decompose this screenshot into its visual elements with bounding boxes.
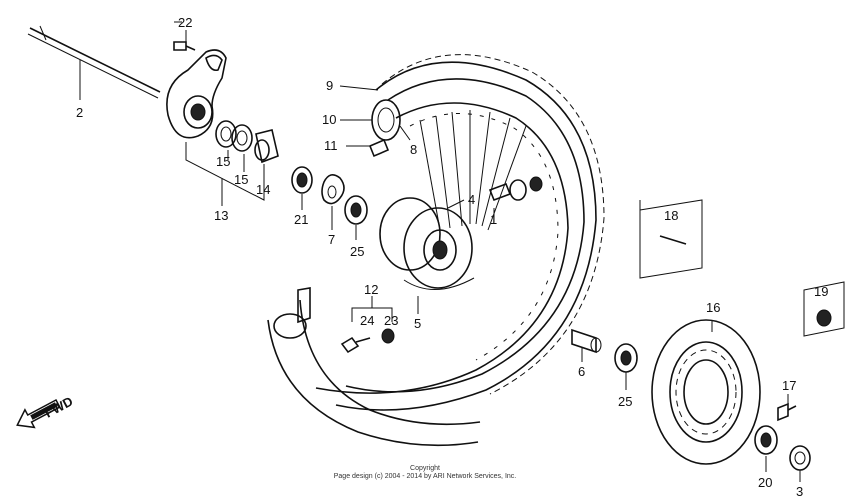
callout-2: 2 xyxy=(76,105,83,120)
callout-13: 13 xyxy=(214,208,228,223)
callout-9: 9 xyxy=(326,78,333,93)
copyright-line-2: Page design (c) 2004 - 2014 by ARI Netwo… xyxy=(333,473,517,480)
callout-6: 6 xyxy=(578,364,585,379)
distance-collar-1-part[interactable] xyxy=(488,182,512,202)
retainer-7-part[interactable] xyxy=(321,174,345,205)
bearing-upper-part[interactable] xyxy=(344,195,368,225)
washer-part[interactable] xyxy=(231,124,253,152)
nut-19-box xyxy=(803,281,845,337)
callout-15b: 15 xyxy=(234,172,248,187)
nut-23-part[interactable] xyxy=(381,328,395,344)
fender-part[interactable] xyxy=(267,287,481,447)
copyright-line-1: Copyright xyxy=(410,465,440,472)
callout-3: 3 xyxy=(796,484,803,499)
callout-12: 12 xyxy=(364,282,378,297)
callout-1: 1 xyxy=(490,212,497,227)
callout-4: 4 xyxy=(468,192,475,207)
tube-part[interactable] xyxy=(371,99,401,141)
callout-23: 23 xyxy=(384,313,398,328)
callout-14: 14 xyxy=(256,182,270,197)
rim-band-part[interactable] xyxy=(368,138,390,158)
rim-part[interactable] xyxy=(315,102,569,394)
dust-seal-part[interactable] xyxy=(215,120,237,148)
nut-19-part[interactable] xyxy=(816,309,832,327)
bolt-17-part[interactable] xyxy=(777,402,797,422)
retainer-part[interactable] xyxy=(254,129,279,164)
callout-17: 17 xyxy=(782,378,796,393)
bolt-24-part[interactable] xyxy=(340,336,371,354)
speedometer-gearbox-part[interactable] xyxy=(166,49,227,139)
callout-11: 11 xyxy=(324,138,338,153)
callout-20: 20 xyxy=(758,475,772,490)
seal-21-part[interactable] xyxy=(291,166,313,194)
callout-19: 19 xyxy=(814,284,828,299)
hub-part[interactable] xyxy=(379,197,475,290)
axle-part[interactable] xyxy=(27,25,161,99)
callout-16: 16 xyxy=(706,300,720,315)
callout-5: 5 xyxy=(414,316,421,331)
callout-24: 24 xyxy=(360,313,374,328)
distance-collar-6-part[interactable] xyxy=(571,328,602,354)
callout-25-upper: 25 xyxy=(350,244,364,259)
spokes-part[interactable] xyxy=(419,110,527,231)
brake-disc-part[interactable] xyxy=(651,319,761,465)
bolt-18-box xyxy=(639,199,703,279)
callout-18: 18 xyxy=(664,208,678,223)
bearing-lower-part[interactable] xyxy=(614,343,638,373)
callout-8: 8 xyxy=(410,142,417,157)
callout-7: 7 xyxy=(328,232,335,247)
callout-25-lower: 25 xyxy=(618,394,632,409)
callout-21: 21 xyxy=(294,212,308,227)
callout-15a: 15 xyxy=(216,154,230,169)
tire-part[interactable] xyxy=(335,54,605,411)
fwd-arrow-icon xyxy=(16,399,61,429)
callout-22: 22 xyxy=(178,15,192,30)
fwd-label: FWD xyxy=(42,394,75,421)
bolt-part[interactable] xyxy=(173,41,196,51)
bearing-hub-part[interactable] xyxy=(509,176,543,201)
callout-10: 10 xyxy=(322,112,336,127)
bolt-18-part[interactable] xyxy=(659,235,687,245)
seal-20-part[interactable] xyxy=(754,425,778,455)
